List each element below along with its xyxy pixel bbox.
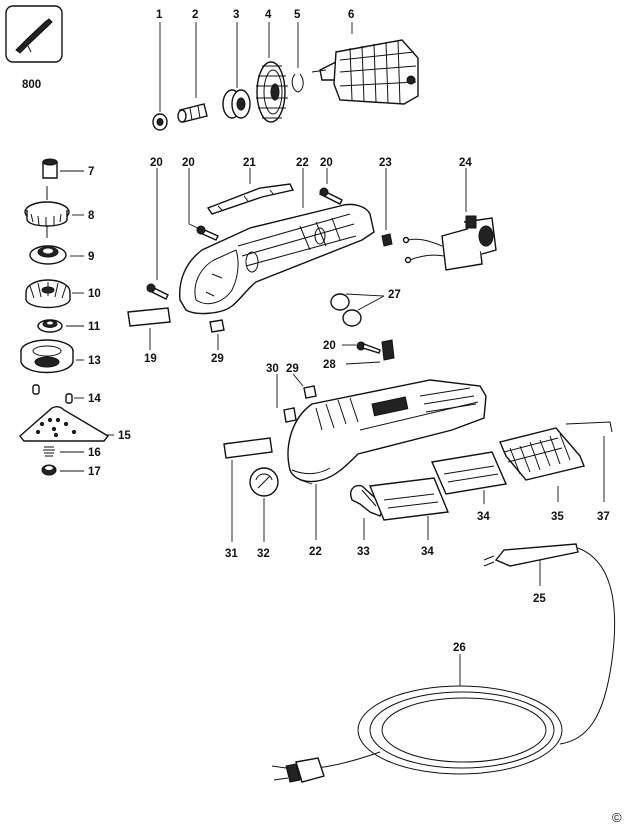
part-27-washers: [330, 293, 385, 327]
label-20c: 20: [320, 157, 333, 169]
part-25-cable-sleeve: [483, 543, 579, 586]
part-17-screw: [41, 464, 84, 476]
part-28-lever: [345, 339, 395, 365]
part-15-sanding-pad: [19, 405, 114, 442]
part-13-pad-support: [20, 339, 84, 374]
label-20a: 20: [150, 157, 163, 169]
label-3: 3: [233, 9, 239, 21]
part-32-disc: [249, 467, 279, 542]
part-30-bushing: [276, 374, 297, 423]
part-29-bushing-a: [209, 319, 225, 350]
part-6-motor: [311, 22, 419, 105]
label-31: 31: [225, 548, 238, 560]
part-800-icon: [5, 5, 63, 63]
label-29a: 29: [211, 353, 224, 365]
part-16-spring: [43, 446, 84, 457]
part-26-cable: [271, 547, 616, 783]
label-4: 4: [265, 9, 272, 21]
label-2: 2: [192, 9, 198, 21]
label-6: 6: [348, 9, 354, 21]
part-22-housing-half: [179, 168, 375, 315]
part-14-pin: [32, 384, 84, 404]
label-29b: 29: [286, 363, 299, 375]
label-21: 21: [243, 157, 256, 169]
part-20-screw-d: [342, 341, 381, 354]
part-8-spindle-gear: [24, 186, 84, 238]
part-2-shaft-sleeve: [177, 22, 208, 123]
part-9-bearing: [29, 245, 84, 265]
label-800: 800: [22, 79, 41, 91]
label-8: 8: [88, 210, 95, 222]
label-15: 15: [118, 430, 131, 442]
label-27: 27: [388, 289, 401, 301]
part-1-nut: [152, 22, 168, 131]
copyright-mark: ©: [612, 810, 622, 825]
label-20b: 20: [182, 157, 195, 169]
part-20-screw-a: [146, 168, 169, 300]
label-25: 25: [533, 593, 546, 605]
label-35: 35: [551, 511, 564, 523]
label-1: 1: [156, 9, 163, 21]
part-31-label: [223, 437, 273, 542]
label-16: 16: [88, 447, 101, 459]
label-14: 14: [88, 393, 101, 405]
part-19-label: [127, 307, 171, 350]
label-24: 24: [459, 157, 472, 169]
label-34a: 34: [477, 511, 490, 523]
label-34b: 34: [421, 546, 434, 558]
part-35-dust-box: [499, 427, 585, 502]
label-19: 19: [144, 353, 157, 365]
label-37: 37: [597, 511, 610, 523]
part-22-housing-assembled: [287, 379, 487, 540]
label-7: 7: [88, 166, 94, 178]
label-20d: 20: [323, 340, 336, 352]
part-21-switch-slider: [206, 168, 295, 215]
label-10: 10: [88, 288, 101, 300]
label-33: 33: [357, 546, 370, 558]
label-23: 23: [379, 157, 392, 169]
part-33-clamp: [350, 484, 385, 540]
label-28: 28: [323, 359, 336, 371]
part-24-switch: [402, 168, 497, 271]
part-11-bearing: [37, 319, 84, 333]
label-5: 5: [294, 9, 301, 21]
label-26: 26: [453, 642, 466, 654]
label-22a: 22: [296, 157, 309, 169]
part-29-bushing-b: [292, 373, 317, 399]
label-22b: 22: [309, 546, 322, 558]
label-17: 17: [88, 466, 101, 478]
label-30: 30: [266, 363, 279, 375]
label-13: 13: [88, 355, 101, 367]
part-7-bushing: [42, 158, 84, 179]
part-5-clip: [291, 22, 304, 93]
label-11: 11: [88, 321, 101, 333]
part-3-bearing: [222, 22, 251, 119]
part-4-bevel-gear: [256, 22, 288, 123]
part-34-filter-sheets: [369, 451, 508, 540]
part-37-hex-key: [565, 421, 613, 502]
label-9: 9: [88, 251, 94, 263]
label-32: 32: [257, 548, 270, 560]
part-23-clip: [381, 168, 393, 247]
part-20-screw-c: [319, 168, 343, 205]
part-10-eccentric: [25, 279, 84, 309]
part-20-screw-b: [188, 168, 219, 241]
